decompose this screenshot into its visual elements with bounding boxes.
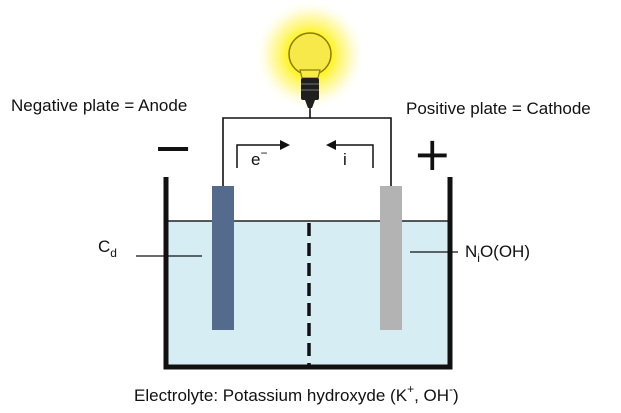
electrolyte-end: ) [453, 386, 459, 405]
cadmium-main: C [98, 237, 111, 256]
electron-arrow [236, 144, 283, 168]
electron-charge: − [260, 146, 268, 160]
positive-plate-label: Positive plate = Cathode [406, 99, 591, 118]
current-arrow [333, 144, 374, 168]
electrolyte-mid: , OH [414, 386, 450, 405]
electron-label: e− [251, 147, 267, 169]
electron-arrowhead [280, 140, 290, 150]
anode-wire [222, 108, 311, 186]
anode-plate [212, 186, 234, 330]
negative-plate-label: Negative plate = Anode [11, 96, 188, 115]
current-arrowhead [326, 140, 336, 150]
bulb-base [301, 78, 319, 100]
electrolyte-oh-charge: - [449, 382, 454, 396]
cadmium-sub: d [110, 246, 117, 260]
electrolyte-k-charge: + [407, 382, 415, 396]
cadmium-label: Cd [98, 237, 117, 259]
cathode-wire [310, 117, 392, 186]
cathode-plate [380, 186, 402, 330]
nioh-rest: O(OH) [479, 242, 530, 261]
bulb-neck [299, 69, 321, 79]
nioh-n: N [465, 242, 478, 261]
electrolyte-main: Electrolyte: Potassium hydroxyde (K [134, 386, 408, 405]
bulb-tip [305, 100, 315, 108]
electrolyte-label: Electrolyte: Potassium hydroxyde (K+, OH… [134, 383, 459, 405]
plus-sign: + [413, 127, 452, 181]
electron-symbol: e [251, 150, 261, 169]
bulb-glass [288, 32, 332, 76]
nioh-sub: i [477, 251, 480, 265]
minus-sign: − [153, 120, 194, 176]
current-label: i [343, 150, 347, 169]
nickel-oxyhydroxide-label: NiO(OH) [465, 242, 530, 264]
